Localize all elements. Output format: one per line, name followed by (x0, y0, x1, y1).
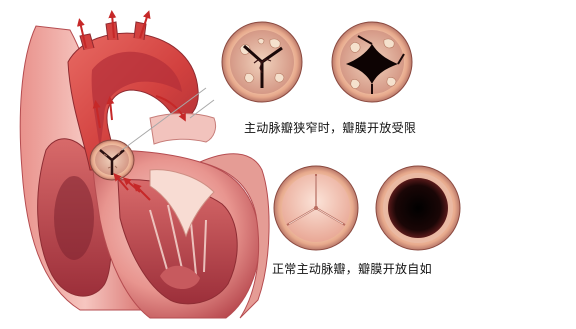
normal-valve-caption: 正常主动脉瓣，瓣膜开放自如 (272, 262, 432, 276)
stenosis-caption: 主动脉瓣狭窄时，瓣膜开放受限 (244, 121, 416, 135)
stenotic-valve-closed-icon (222, 22, 302, 102)
pulmonary-trunk (150, 114, 216, 145)
stenotic-valve-open-icon (332, 22, 412, 102)
inner-chamber-shadow (54, 176, 94, 260)
flow-arrow (110, 100, 112, 120)
normal-valve-closed-icon (274, 166, 358, 250)
normal-valve-open-icon (376, 166, 460, 250)
